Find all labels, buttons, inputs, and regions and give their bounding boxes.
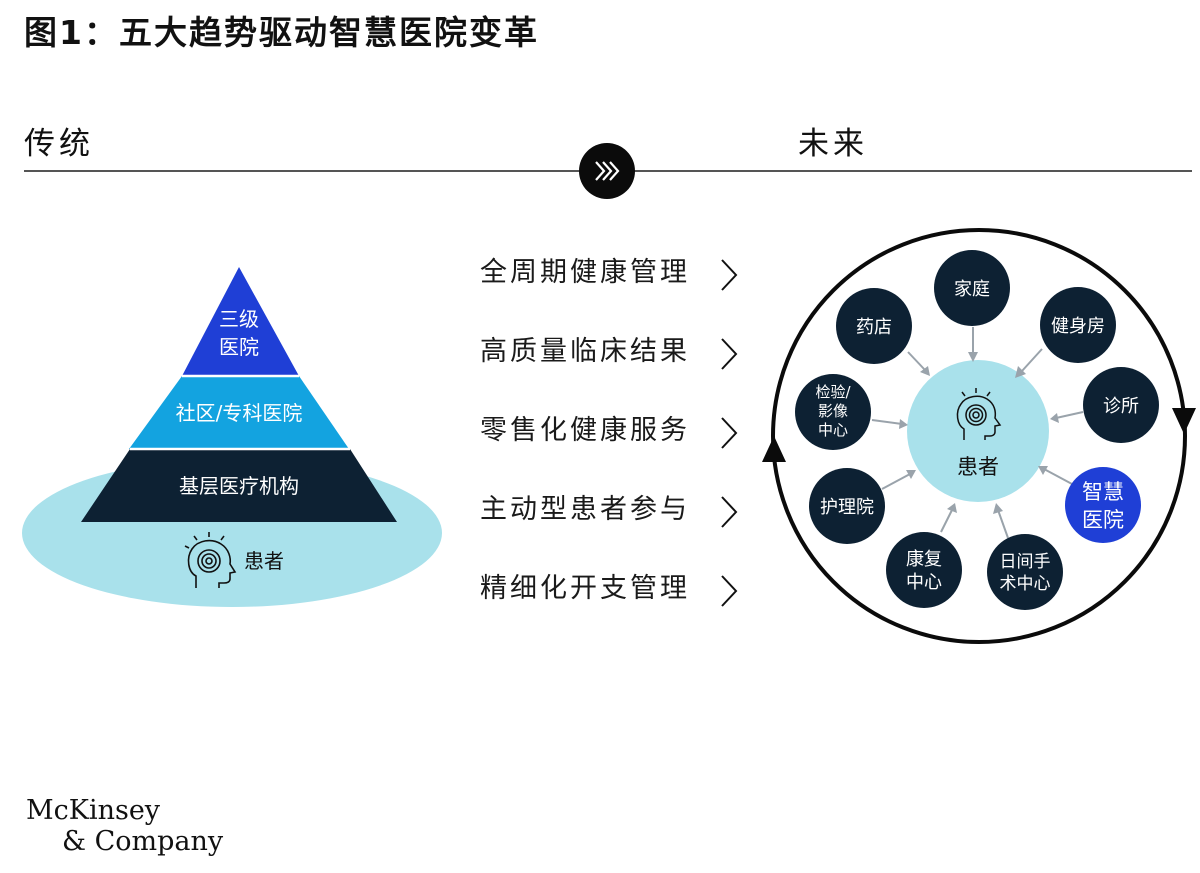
logo-line-2: & Company	[62, 826, 224, 857]
tier-top-label-1: 三级	[219, 307, 259, 331]
node-label: 医院	[1082, 508, 1124, 532]
pyramid-tier-middle	[129, 376, 349, 449]
node-label: 健身房	[1051, 316, 1105, 337]
patient-head-icon	[184, 532, 237, 588]
node-label: 中心	[906, 572, 942, 593]
chevron-right-icon	[721, 259, 738, 291]
logo-line-1: McKinsey	[26, 795, 161, 826]
node-label: 检验/	[815, 383, 851, 401]
trend-label: 高质量临床结果	[480, 336, 690, 367]
ring-arrowhead-left	[762, 436, 786, 462]
transition-arrow	[579, 143, 635, 199]
trend-label: 精细化开支管理	[480, 573, 690, 604]
trend-label: 主动型患者参与	[480, 494, 690, 525]
node-nursing-home: 护理院	[809, 468, 885, 544]
pyramid-tier-bottom	[81, 449, 397, 522]
pyramid-tier-top	[182, 267, 299, 376]
future-label: 未来	[798, 126, 868, 162]
node-day-surgery: 日间手 术中心	[987, 534, 1063, 610]
node-home: 家庭	[934, 250, 1010, 326]
circular-arrow-ring	[771, 228, 1187, 644]
node-clinic: 诊所	[1083, 367, 1159, 443]
node-label: 家庭	[954, 279, 990, 300]
chevron-double-right-icon	[595, 161, 620, 181]
node-label: 智慧	[1082, 480, 1124, 504]
tier-bottom-label: 基层医疗机构	[179, 474, 299, 498]
ring-arrowhead-right	[1172, 408, 1196, 434]
node-gym: 健身房	[1040, 287, 1116, 363]
node-rehab: 康复 中心	[886, 532, 962, 608]
trend-item: 全周期健康管理	[480, 250, 750, 329]
pyramid-diagram: 三级 医院 社区/专科医院 基层医疗机构 患者	[22, 267, 442, 607]
chevron-right-icon	[721, 575, 738, 607]
node-label: 护理院	[820, 497, 874, 518]
patient-center-circle	[907, 360, 1049, 502]
trend-list: 全周期健康管理 高质量临床结果 零售化健康服务 主动型患者参与 精细化开支管理	[480, 250, 750, 645]
traditional-label: 传统	[24, 126, 94, 162]
chevron-right-icon	[721, 338, 738, 370]
center-patient-label: 患者	[957, 455, 999, 479]
patient-label: 患者	[244, 549, 284, 573]
chevron-right-icon	[721, 417, 738, 449]
chevron-right-icon	[721, 496, 738, 528]
node-smart-hospital: 智慧 医院	[1065, 467, 1141, 543]
trend-label: 全周期健康管理	[480, 257, 690, 288]
tier-top-label-2: 医院	[219, 335, 259, 359]
node-label: 药店	[856, 317, 892, 338]
node-pharmacy: 药店	[836, 288, 912, 364]
node-label: 影像	[818, 402, 848, 420]
ecosystem-diagram: 患者 家庭 健身房 诊所 智慧 医院 日间手 术中心 康复 中心	[762, 228, 1196, 644]
page-title: 图1：五大趋势驱动智慧医院变革	[24, 13, 539, 52]
tier-middle-label: 社区/专科医院	[176, 401, 303, 425]
mckinsey-logo: McKinsey & Company	[26, 795, 223, 857]
connector-arrows	[871, 327, 1084, 539]
node-label: 术中心	[1000, 574, 1051, 594]
trend-item: 高质量临床结果	[480, 329, 750, 408]
node-label: 中心	[818, 421, 848, 439]
trend-item: 零售化健康服务	[480, 408, 750, 487]
trend-item: 精细化开支管理	[480, 566, 750, 645]
patient-head-icon	[956, 388, 1002, 440]
node-label: 康复	[906, 549, 942, 570]
trend-label: 零售化健康服务	[480, 415, 690, 446]
trend-item: 主动型患者参与	[480, 487, 750, 566]
node-label: 日间手	[1000, 552, 1051, 572]
node-label: 诊所	[1103, 396, 1139, 417]
node-lab-imaging: 检验/ 影像 中心	[795, 374, 871, 450]
